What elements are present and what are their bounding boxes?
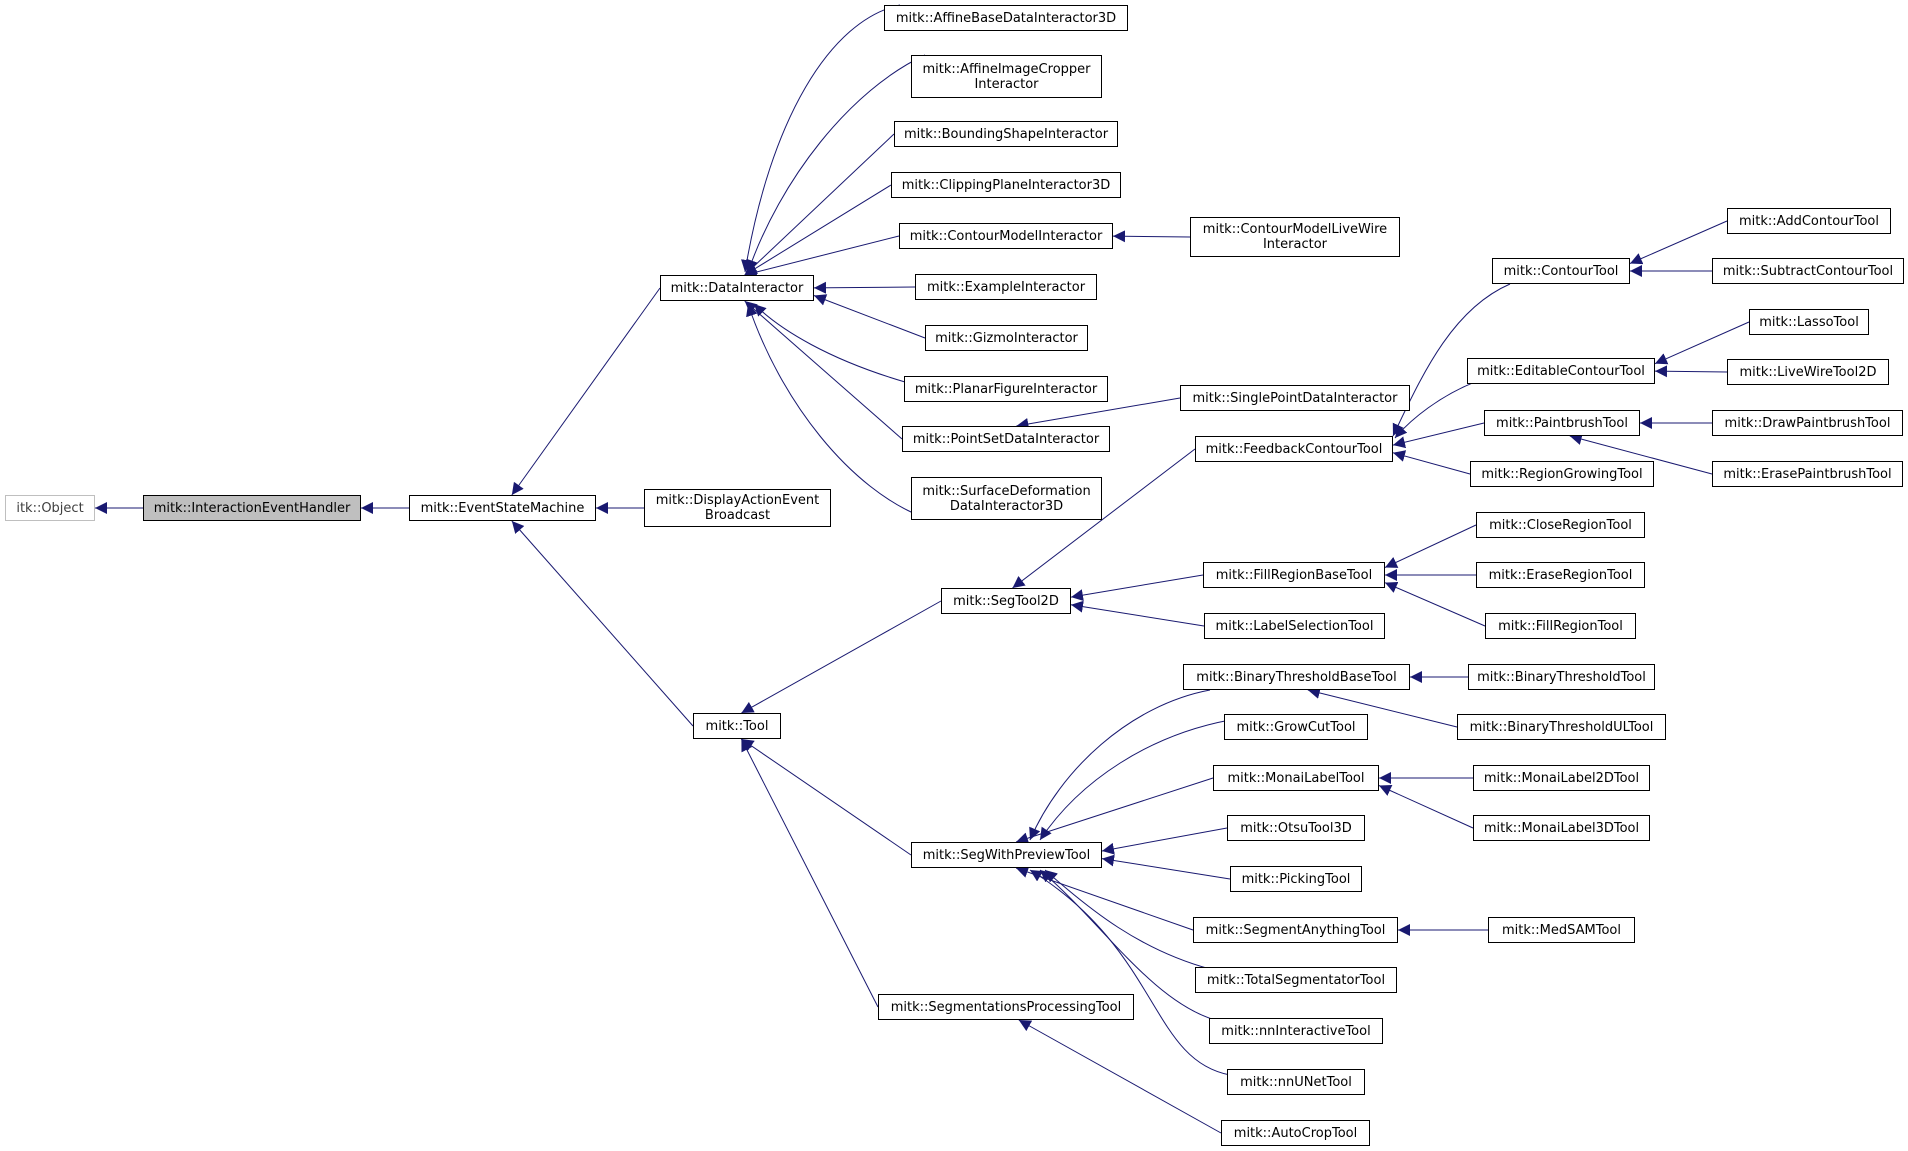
class-node-paintbrush-tool[interactable]: mitk::PaintbrushTool — [1484, 410, 1640, 436]
class-node-nn-unet-tool[interactable]: mitk::nnUNetTool — [1227, 1069, 1365, 1095]
inheritance-edge-binary-threshold-ul-tool — [1307, 687, 1458, 728]
class-node-seg-tool-2d[interactable]: mitk::SegTool2D — [941, 588, 1071, 614]
class-node-add-contour-tool[interactable]: mitk::AddContourTool — [1727, 208, 1891, 234]
class-node-binary-threshold-ul-tool[interactable]: mitk::BinaryThresholdULTool — [1457, 714, 1666, 740]
inheritance-edge-grow-cut-tool — [1039, 719, 1231, 841]
class-node-data-interactor[interactable]: mitk::DataInteractor — [660, 275, 814, 301]
inheritance-edge-tool — [511, 520, 694, 727]
inheritance-edge-live-wire-tool-2d — [1654, 365, 1728, 378]
inheritance-edge-fill-region-tool — [1384, 581, 1486, 627]
class-node-point-set-data-interactor[interactable]: mitk::PointSetDataInteractor — [902, 426, 1110, 452]
inheritance-edge-feedback-contour-tool — [1012, 448, 1196, 589]
inheritance-edge-segmentations-processing-tool — [740, 738, 879, 1008]
class-node-live-wire-tool-2d[interactable]: mitk::LiveWireTool2D — [1727, 359, 1889, 385]
class-node-fill-region-tool[interactable]: mitk::FillRegionTool — [1485, 613, 1636, 639]
class-node-erase-region-tool[interactable]: mitk::EraseRegionTool — [1476, 562, 1645, 588]
inheritance-edge-gizmo-interactor — [813, 294, 926, 339]
class-node-otsu-tool-3d[interactable]: mitk::OtsuTool3D — [1227, 815, 1365, 841]
class-node-close-region-tool[interactable]: mitk::CloseRegionTool — [1476, 512, 1645, 538]
class-node-tool[interactable]: mitk::Tool — [693, 713, 781, 739]
inheritance-edge-clipping-plane-interactor-3d — [744, 184, 892, 276]
class-node-draw-paintbrush-tool[interactable]: mitk::DrawPaintbrushTool — [1712, 410, 1903, 436]
inheritance-edge-example-interactor — [813, 281, 916, 294]
inheritance-edge-editable-contour-tool — [1394, 379, 1481, 439]
class-node-region-growing-tool[interactable]: mitk::RegionGrowingTool — [1470, 461, 1654, 487]
inheritance-edge-paintbrush-tool — [1392, 422, 1485, 449]
inheritance-edge-surface-deformation-data-interactor-3d — [746, 303, 926, 519]
inheritance-edge-picking-tool — [1101, 854, 1231, 880]
class-node-label-selection-tool[interactable]: mitk::LabelSelectionTool — [1204, 613, 1385, 639]
class-node-binary-threshold-base-tool[interactable]: mitk::BinaryThresholdBaseTool — [1183, 664, 1410, 690]
inheritance-edge-contour-model-live-wire-interactor — [1112, 230, 1191, 243]
inheritance-edge-monai-label-3d-tool — [1378, 784, 1474, 829]
class-node-binary-threshold-tool[interactable]: mitk::BinaryThresholdTool — [1468, 664, 1655, 690]
class-node-affine-image-cropper-interactor[interactable]: mitk::AffineImageCropper Interactor — [911, 55, 1102, 98]
class-node-planar-figure-interactor[interactable]: mitk::PlanarFigureInteractor — [904, 376, 1108, 402]
inheritance-edge-point-set-data-interactor — [744, 300, 903, 440]
inheritance-edge-data-interactor — [511, 287, 661, 496]
inheritance-edge-auto-crop-tool — [1018, 1019, 1222, 1134]
class-node-fill-region-base-tool[interactable]: mitk::FillRegionBaseTool — [1203, 562, 1385, 588]
class-node-lasso-tool[interactable]: mitk::LassoTool — [1749, 309, 1869, 335]
inheritance-edge-fill-region-base-tool — [1070, 574, 1204, 602]
class-node-subtract-contour-tool[interactable]: mitk::SubtractContourTool — [1712, 258, 1904, 284]
class-node-contour-model-live-wire-interactor[interactable]: mitk::ContourModelLiveWire Interactor — [1190, 217, 1400, 257]
inheritance-edge-otsu-tool-3d — [1101, 827, 1228, 855]
class-node-display-action-event-broadcast[interactable]: mitk::DisplayActionEvent Broadcast — [644, 489, 831, 527]
inheritance-edge-affine-image-cropper-interactor — [746, 54, 926, 273]
class-node-single-point-data-interactor[interactable]: mitk::SinglePointDataInteractor — [1180, 385, 1410, 411]
class-node-example-interactor[interactable]: mitk::ExampleInteractor — [915, 274, 1097, 300]
inheritance-edge-monai-label-tool — [1015, 777, 1214, 844]
class-node-monai-label-2d-tool[interactable]: mitk::MonaiLabel2DTool — [1473, 765, 1650, 791]
class-node-feedback-contour-tool[interactable]: mitk::FeedbackContourTool — [1195, 436, 1393, 462]
class-node-total-segmentator-tool[interactable]: mitk::TotalSegmentatorTool — [1195, 967, 1397, 993]
class-node-nn-interactive-tool[interactable]: mitk::nnInteractiveTool — [1209, 1018, 1383, 1044]
inheritance-edge-nn-interactive-tool — [1039, 869, 1216, 1021]
class-node-bounding-shape-interactor[interactable]: mitk::BoundingShapeInteractor — [894, 121, 1118, 147]
class-node-monai-label-tool[interactable]: mitk::MonaiLabelTool — [1213, 765, 1379, 791]
inheritance-edge-segment-anything-tool — [1015, 866, 1194, 931]
inheritance-edge-single-point-data-interactor — [1016, 397, 1181, 430]
inheritance-edge-region-growing-tool — [1392, 450, 1471, 475]
class-node-seg-with-preview-tool[interactable]: mitk::SegWithPreviewTool — [911, 842, 1102, 868]
class-node-contour-model-interactor[interactable]: mitk::ContourModelInteractor — [899, 223, 1113, 249]
class-node-affine-base-data-interactor-3d[interactable]: mitk::AffineBaseDataInteractor3D — [884, 5, 1128, 31]
inheritance-edge-close-region-tool — [1384, 524, 1477, 568]
class-node-editable-contour-tool[interactable]: mitk::EditableContourTool — [1467, 358, 1655, 384]
class-node-interaction-event-handler: mitk::InteractionEventHandler — [143, 495, 361, 521]
class-node-clipping-plane-interactor-3d[interactable]: mitk::ClippingPlaneInteractor3D — [891, 172, 1121, 198]
inheritance-edge-seg-tool-2d — [741, 600, 942, 714]
class-node-picking-tool[interactable]: mitk::PickingTool — [1230, 866, 1362, 892]
class-node-itk-object[interactable]: itk::Object — [5, 495, 95, 521]
class-node-surface-deformation-data-interactor-3d[interactable]: mitk::SurfaceDeformation DataInteractor3… — [911, 477, 1102, 520]
inheritance-edge-bounding-shape-interactor — [744, 133, 895, 276]
class-node-event-state-machine[interactable]: mitk::EventStateMachine — [409, 495, 596, 521]
inheritance-edge-planar-figure-interactor — [753, 303, 906, 383]
inheritance-edge-affine-base-data-interactor-3d — [741, 4, 901, 273]
inheritance-edge-lasso-tool — [1654, 321, 1750, 365]
inheritance-edge-total-segmentator-tool — [1044, 869, 1211, 970]
inheritance-edge-contour-model-interactor — [744, 235, 900, 278]
inheritance-edge-add-contour-tool — [1629, 220, 1728, 265]
inheritance-edge-erase-paintbrush-tool — [1569, 433, 1713, 475]
inheritance-edge-seg-with-preview-tool — [741, 738, 912, 856]
class-node-gizmo-interactor[interactable]: mitk::GizmoInteractor — [925, 325, 1088, 351]
class-node-auto-crop-tool[interactable]: mitk::AutoCropTool — [1221, 1120, 1370, 1146]
class-node-monai-label-3d-tool[interactable]: mitk::MonaiLabel3DTool — [1473, 815, 1650, 841]
inheritance-edge-contour-tool — [1392, 283, 1511, 437]
inheritance-edge-label-selection-tool — [1070, 600, 1205, 627]
class-node-grow-cut-tool[interactable]: mitk::GrowCutTool — [1224, 714, 1368, 740]
class-node-contour-tool[interactable]: mitk::ContourTool — [1492, 258, 1630, 284]
class-node-med-sam-tool[interactable]: mitk::MedSAMTool — [1488, 917, 1635, 943]
inheritance-edge-binary-threshold-base-tool — [1029, 689, 1211, 841]
class-node-segment-anything-tool[interactable]: mitk::SegmentAnythingTool — [1193, 917, 1398, 943]
class-node-segmentations-processing-tool[interactable]: mitk::SegmentationsProcessingTool — [878, 994, 1134, 1020]
class-node-erase-paintbrush-tool[interactable]: mitk::ErasePaintbrushTool — [1712, 461, 1903, 487]
inheritance-edge-nn-unet-tool — [1029, 869, 1231, 1076]
